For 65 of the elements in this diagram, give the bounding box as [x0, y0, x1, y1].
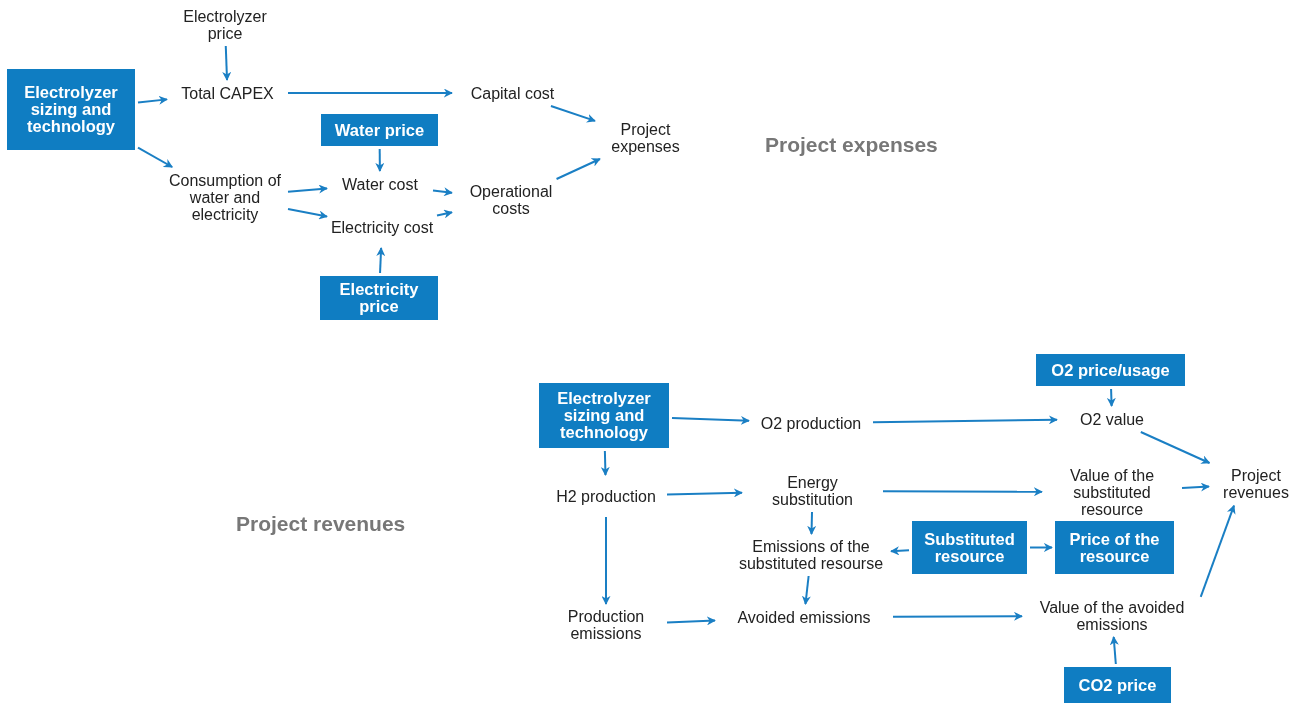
node-label: Value of the substituted resource	[1068, 466, 1156, 518]
arrow	[890, 546, 910, 556]
box-label: O2 price/usage	[1051, 361, 1170, 379]
node-label: Capital cost	[470, 84, 555, 102]
arrow	[601, 516, 611, 605]
input-box	[1036, 354, 1185, 386]
box-label: Substituted resource	[923, 530, 1016, 565]
node-label: Total CAPEX	[181, 84, 274, 102]
node-label: Operational costs	[468, 183, 554, 217]
node-label: Water cost	[342, 175, 418, 193]
box-label: Price of the resource	[1068, 530, 1161, 565]
node-label: Project expenses	[610, 121, 681, 155]
arrow	[287, 88, 453, 98]
arrow	[600, 450, 610, 476]
arrow	[801, 575, 811, 605]
arrow	[666, 488, 743, 498]
arrow	[892, 611, 1023, 621]
arrow	[376, 247, 386, 274]
arrow	[1106, 388, 1116, 407]
box-label: Electrolyzer sizing and technology	[556, 390, 652, 441]
box-label: Electrolyzer sizing and technology	[23, 84, 119, 135]
node-label: Value of the avoided emissions	[1038, 599, 1186, 633]
arrow	[882, 487, 1043, 497]
input-box	[7, 69, 135, 150]
arrow	[1139, 431, 1211, 464]
section-heading: Project revenues	[236, 512, 406, 536]
node-label: H2 production	[556, 487, 656, 505]
arrow	[1109, 636, 1119, 665]
arrow	[1029, 543, 1053, 552]
input-box	[912, 521, 1027, 574]
node-label: Consumption of water and electricity	[167, 171, 283, 223]
arrow	[549, 105, 596, 123]
input-box	[539, 383, 669, 448]
arrow	[872, 415, 1058, 425]
node-label: Energy substitution	[771, 474, 854, 508]
input-box	[1055, 521, 1174, 574]
arrow	[666, 616, 716, 626]
arrow	[436, 209, 453, 219]
box-label: CO2 price	[1078, 676, 1157, 694]
arrow	[137, 95, 168, 105]
box-label: Electricity price	[338, 281, 420, 315]
arrow	[1181, 482, 1210, 492]
arrow	[671, 415, 750, 425]
arrow	[375, 148, 385, 172]
arrow	[555, 158, 601, 180]
arrow	[287, 184, 328, 194]
node-label: Electricity cost	[330, 218, 434, 236]
box-label: Water price	[334, 121, 425, 139]
arrow	[287, 208, 328, 220]
arrow	[222, 45, 232, 81]
input-box	[320, 276, 438, 320]
node-label: Avoided emissions	[737, 608, 871, 626]
node-label: O2 production	[760, 414, 862, 432]
input-box	[1064, 667, 1171, 703]
arrow	[432, 187, 453, 197]
node-label: Emissions of the substituted resourse	[737, 538, 885, 572]
node-label: O2 value	[1079, 410, 1144, 428]
arrow	[137, 146, 174, 168]
input-box	[321, 114, 438, 146]
node-label: Electrolyzer price	[182, 8, 268, 42]
node-label: Production emissions	[566, 608, 646, 642]
arrow	[807, 511, 817, 535]
arrow	[1199, 504, 1236, 598]
section-heading: Project expenses	[765, 133, 938, 157]
node-label: Project revenues	[1222, 467, 1290, 501]
